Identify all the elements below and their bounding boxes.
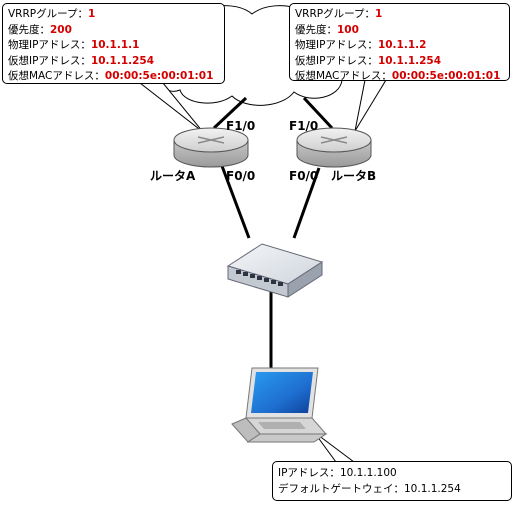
- router-b-if-bottom-label: F0/0: [289, 169, 318, 183]
- cable-a-cloud: [212, 96, 248, 130]
- router-b-if-top-label: F1/0: [289, 119, 318, 133]
- info-row: IPアドレス：10.1.1.100: [278, 467, 397, 479]
- router-b-name: ルータB: [331, 169, 376, 183]
- router-b-icon: [296, 127, 372, 168]
- cable-a-switch: [220, 165, 251, 239]
- info-row: 仮想MACアドレス：00:00:5e:00:01:01: [8, 70, 214, 82]
- info-row: 優先度：100: [295, 23, 359, 36]
- pc-info-callout: IPアドレス：10.1.1.100 デフォルトゲートウェイ：10.1.1.254: [272, 461, 512, 501]
- info-row: 物理IPアドレス：10.1.1.2: [295, 39, 427, 51]
- router-a-icon: [173, 127, 249, 168]
- router-a-info-callout: VRRPグループ：1 優先度：200 物理IPアドレス：10.1.1.1 仮想I…: [2, 3, 225, 84]
- router-a-if-top-label: F1/0: [226, 119, 255, 133]
- cables: [212, 96, 334, 368]
- laptop-icon: [231, 367, 328, 443]
- router-a-if-bottom-label: F0/0: [226, 169, 255, 183]
- pointer-router-b: [354, 79, 387, 132]
- info-row: 物理IPアドレス：10.1.1.1: [8, 39, 140, 51]
- info-row: VRRPグループ：1: [8, 8, 96, 20]
- router-a-name: ルータA: [150, 169, 196, 183]
- switch-icon: [226, 243, 324, 298]
- cable-b-cloud: [302, 96, 334, 130]
- info-row: 優先度：200: [8, 23, 72, 36]
- router-b-info-callout: VRRPグループ：1 優先度：100 物理IPアドレス：10.1.1.2 仮想I…: [289, 3, 510, 82]
- info-row: 仮想IPアドレス：10.1.1.254: [8, 54, 155, 67]
- cable-b-switch: [292, 167, 321, 239]
- info-row: 仮想IPアドレス：10.1.1.254: [295, 54, 442, 67]
- info-row: VRRPグループ：1: [295, 8, 383, 20]
- info-row: デフォルトゲートウェイ：10.1.1.254: [278, 482, 461, 495]
- info-row: 仮想MACアドレス：00:00:5e:00:01:01: [295, 70, 501, 82]
